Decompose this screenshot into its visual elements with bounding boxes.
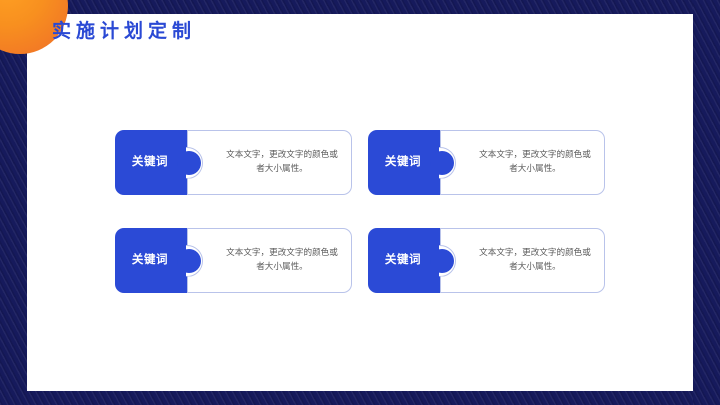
description-text: 文本文字，更改文字的颜色或者大小属性。 (479, 247, 591, 272)
description-block[interactable]: 文本文字，更改文字的颜色或者大小属性。 (439, 130, 605, 195)
slide-frame-bottom (0, 391, 720, 405)
keyword-block[interactable]: 关键词 (115, 228, 187, 293)
puzzle-card[interactable]: 关键词 文本文字，更改文字的颜色或者大小属性。 (115, 130, 352, 195)
card-seam-top (440, 131, 441, 148)
slide-frame-top (0, 0, 720, 14)
keyword-label: 关键词 (131, 253, 169, 266)
card-seam-top (187, 131, 188, 148)
description-text: 文本文字，更改文字的颜色或者大小属性。 (226, 149, 338, 174)
card-seam-bottom (440, 275, 441, 292)
description-block[interactable]: 文本文字，更改文字的颜色或者大小属性。 (186, 130, 352, 195)
card-seam-bottom (440, 177, 441, 194)
card-seam-top (187, 229, 188, 246)
card-seam-bottom (187, 275, 188, 292)
puzzle-nub-icon (177, 150, 201, 175)
puzzle-card[interactable]: 关键词 文本文字，更改文字的颜色或者大小属性。 (368, 130, 605, 195)
description-text: 文本文字，更改文字的颜色或者大小属性。 (226, 247, 338, 272)
keyword-label: 关键词 (384, 253, 422, 266)
keyword-block[interactable]: 关键词 (115, 130, 187, 195)
keyword-label: 关键词 (384, 155, 422, 168)
page-title: 实施计划定制 (52, 21, 197, 42)
card-seam-bottom (187, 177, 188, 194)
description-block[interactable]: 文本文字，更改文字的颜色或者大小属性。 (186, 228, 352, 293)
keyword-label: 关键词 (131, 155, 169, 168)
puzzle-nub-icon (430, 150, 454, 175)
slide-frame-left (0, 0, 27, 405)
keyword-block[interactable]: 关键词 (368, 228, 440, 293)
description-block[interactable]: 文本文字，更改文字的颜色或者大小属性。 (439, 228, 605, 293)
puzzle-nub-icon (430, 248, 454, 273)
keyword-block[interactable]: 关键词 (368, 130, 440, 195)
slide-frame-right (693, 0, 720, 405)
puzzle-card-grid: 关键词 文本文字，更改文字的颜色或者大小属性。 关键词 文本文字，更改文字的颜色… (115, 130, 605, 298)
puzzle-card[interactable]: 关键词 文本文字，更改文字的颜色或者大小属性。 (368, 228, 605, 293)
description-text: 文本文字，更改文字的颜色或者大小属性。 (479, 149, 591, 174)
puzzle-nub-icon (177, 248, 201, 273)
puzzle-card[interactable]: 关键词 文本文字，更改文字的颜色或者大小属性。 (115, 228, 352, 293)
card-seam-top (440, 229, 441, 246)
